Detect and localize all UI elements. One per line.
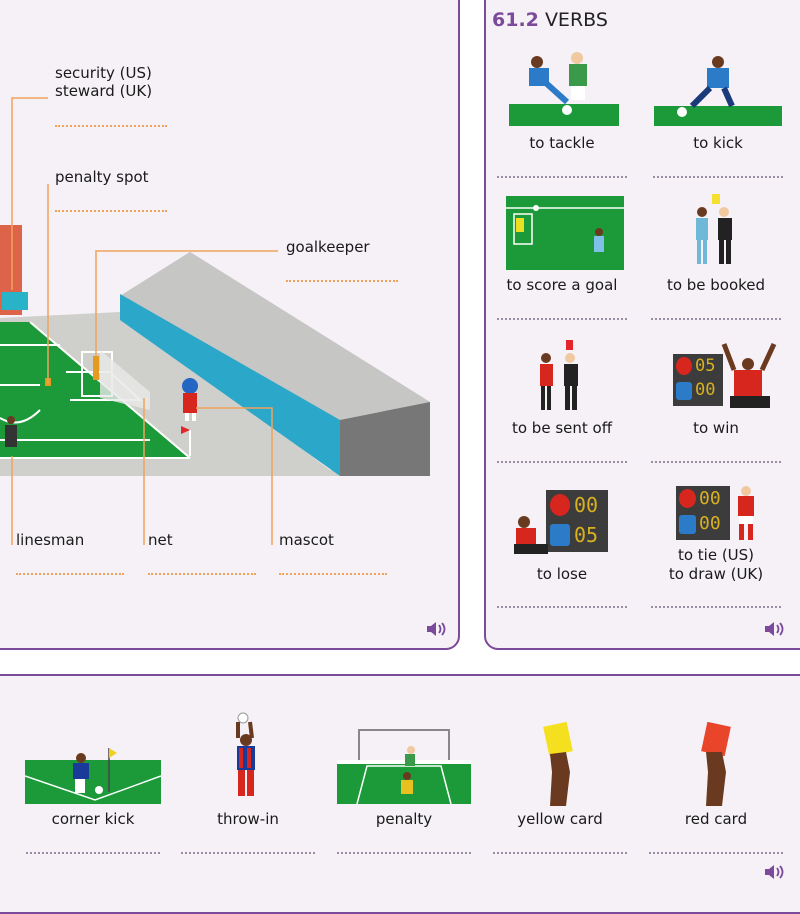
answer-line[interactable] <box>649 852 783 854</box>
score-top: 00 <box>574 493 599 517</box>
score-top: 00 <box>699 488 721 509</box>
goalkeeper-label: goalkeeper <box>286 238 370 256</box>
security-label: security (US) <box>55 64 152 82</box>
term-caption: red card <box>684 810 748 828</box>
scoreboard: 00 05 <box>546 490 608 552</box>
team-badge-icon <box>679 515 696 534</box>
team-badge-icon <box>676 357 692 375</box>
answer-line[interactable] <box>493 852 627 854</box>
lose-player-illustration <box>514 516 548 554</box>
score-top: 05 <box>695 356 716 376</box>
answer-line[interactable] <box>497 176 627 178</box>
answer-line[interactable] <box>181 852 315 854</box>
score-bottom: 00 <box>699 513 721 534</box>
team-badge-icon <box>550 494 570 516</box>
verb-caption: to score a goal <box>506 276 618 294</box>
speaker-icon[interactable] <box>764 863 786 881</box>
answer-line[interactable] <box>55 125 167 127</box>
win-player-illustration <box>721 342 777 408</box>
team-badge-icon <box>676 382 692 400</box>
net-label: net <box>148 531 173 549</box>
scoreboard: 05 00 <box>673 354 723 406</box>
term-caption: penalty <box>375 810 433 828</box>
answer-line[interactable] <box>286 280 398 282</box>
section-number: 61.2 <box>492 9 539 31</box>
answer-line[interactable] <box>279 573 387 575</box>
verb-caption: to tie (US) <box>677 546 755 564</box>
answer-line[interactable] <box>337 852 471 854</box>
mascot-label: mascot <box>279 531 334 549</box>
answer-line[interactable] <box>497 606 627 608</box>
penalty-spot-label: penalty spot <box>55 168 149 186</box>
throw-in-illustration <box>236 712 255 796</box>
answer-line[interactable] <box>497 318 627 320</box>
team-badge-icon <box>550 524 570 546</box>
verb-caption: to lose <box>536 565 588 583</box>
answer-line[interactable] <box>16 573 124 575</box>
verb-caption: to kick <box>693 134 743 152</box>
corner-kick-illustration <box>25 748 161 804</box>
verb-caption: to be sent off <box>511 419 613 437</box>
yellow-card-illustration <box>543 722 573 806</box>
score-goal-illustration <box>506 196 624 270</box>
answer-line[interactable] <box>653 176 783 178</box>
answer-line[interactable] <box>651 461 781 463</box>
sent-off-illustration <box>540 340 578 410</box>
answer-line[interactable] <box>497 461 627 463</box>
steward-label: steward (UK) <box>55 82 153 100</box>
term-caption: yellow card <box>517 810 603 828</box>
answer-line[interactable] <box>651 318 781 320</box>
verb-caption: to tackle <box>529 134 595 152</box>
section-title: VERBS <box>544 9 608 31</box>
answer-line[interactable] <box>148 573 256 575</box>
answer-line[interactable] <box>55 210 167 212</box>
tie-player-illustration <box>738 486 754 540</box>
red-card-illustration <box>701 722 731 806</box>
kick-illustration <box>654 56 782 126</box>
section-heading: 61.2 VERBS <box>492 9 608 31</box>
team-badge-icon <box>679 489 696 508</box>
penalty-illustration <box>337 729 471 804</box>
linesman-label: linesman <box>16 531 85 549</box>
stadium-illustration <box>0 97 430 545</box>
speaker-icon[interactable] <box>426 620 448 638</box>
verb-caption: to be booked <box>666 276 766 294</box>
verb-caption-alt: to draw (UK) <box>668 565 764 583</box>
score-bottom: 00 <box>695 380 716 400</box>
verb-caption: to win <box>693 419 739 437</box>
scoreboard: 00 00 <box>676 486 730 540</box>
speaker-icon[interactable] <box>764 620 786 638</box>
term-caption: throw-in <box>217 810 279 828</box>
tackle-illustration <box>509 52 619 126</box>
score-bottom: 05 <box>574 523 599 547</box>
term-caption: corner kick <box>51 810 135 828</box>
answer-line[interactable] <box>26 852 160 854</box>
answer-line[interactable] <box>651 606 781 608</box>
booked-illustration <box>696 194 732 264</box>
